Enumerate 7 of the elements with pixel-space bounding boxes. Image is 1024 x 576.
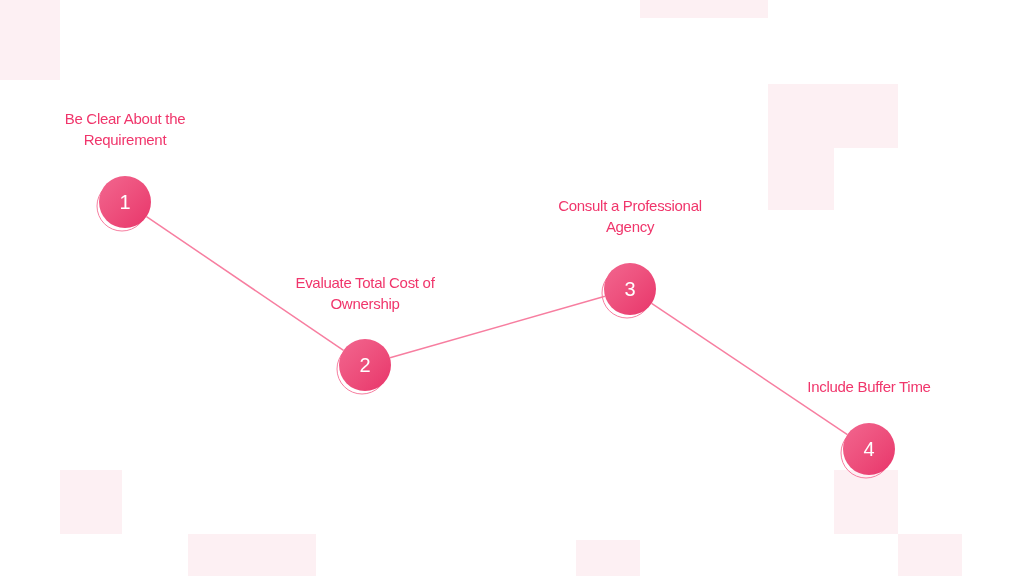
connector-line [650,302,849,436]
step-heading: Evaluate Total Cost of Ownership [294,273,436,314]
step-heading: Consult a Professional Agency [557,196,703,237]
connector-line [389,295,606,359]
step-heading: Include Buffer Time [807,377,931,397]
step-heading: Be Clear About the Requirement [63,109,187,150]
connector-line [145,215,345,352]
